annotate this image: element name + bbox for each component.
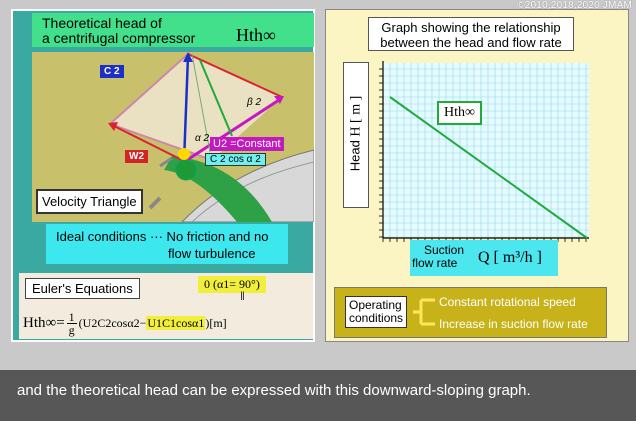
y-axis-label-box: Head H [ m ] bbox=[343, 62, 369, 208]
operating-conditions-box: Operating conditions Constant rotational… bbox=[334, 287, 607, 338]
bracket-icon bbox=[413, 298, 435, 326]
hub-circle bbox=[175, 159, 197, 181]
formula-lhs: Hth∞= bbox=[23, 314, 65, 331]
parallelogram-shade bbox=[110, 54, 282, 160]
y-axis-symbol: H [ m ] bbox=[348, 95, 364, 137]
impeller-diagram-svg bbox=[108, 52, 314, 222]
subtitle-bar: and the theoretical head can be expresse… bbox=[0, 370, 636, 421]
left-title-line1: Theoretical head of bbox=[42, 15, 162, 31]
left-title: Theoretical head of a centrifugal compre… bbox=[32, 13, 314, 47]
head-flow-graph-panel: Graph showing the relationship between t… bbox=[325, 9, 629, 342]
formula-term2: U1C1cosα1 bbox=[146, 315, 206, 330]
zero-note: 0 (α1= 90°) bbox=[198, 276, 266, 293]
euler-title: Euler's Equations bbox=[25, 278, 140, 299]
plot-grid bbox=[382, 63, 589, 238]
graph-title: Graph showing the relationship between t… bbox=[368, 17, 574, 51]
x-axis-word1: Suction bbox=[424, 243, 465, 257]
alpha2-label: α 2 bbox=[195, 133, 210, 144]
subtitle-text: and the theoretical head can be expresse… bbox=[17, 382, 531, 399]
formula-den: g bbox=[68, 323, 75, 337]
hth-line bbox=[389, 96, 588, 239]
u2-vector bbox=[183, 96, 283, 164]
c2-vector bbox=[182, 55, 190, 163]
operating-conditions-line2: conditions bbox=[349, 311, 404, 325]
ideal-conditions-line1: Ideal conditions ··· No friction and no bbox=[56, 229, 269, 244]
plot-area bbox=[383, 63, 589, 237]
left-title-line2: a centrifugal compressor bbox=[42, 30, 196, 46]
angle-marker bbox=[178, 148, 190, 160]
c2-label: C 2 bbox=[100, 65, 124, 78]
hth-curve-label: Hth∞ bbox=[437, 101, 482, 125]
condition-increase-flow: Increase in suction flow rate bbox=[439, 317, 588, 331]
x-axis-symbol: Q [ m³/h ] bbox=[478, 249, 542, 266]
formula-num: 1 bbox=[66, 310, 77, 324]
x-axis-label-box: Suction flow rate Q [ m³/h ] bbox=[410, 240, 558, 276]
ideal-conditions-box: Ideal conditions ··· No friction and no … bbox=[46, 224, 288, 264]
operating-conditions-label: Operating conditions bbox=[345, 296, 408, 328]
equals-connector: ‖ bbox=[240, 289, 245, 303]
x-axis-word2: flow rate bbox=[412, 256, 458, 270]
operating-conditions-line1: Operating bbox=[349, 298, 402, 312]
y-axis-label: Head H [ m ] bbox=[348, 66, 365, 202]
formula-term1: (U2C2cosα2− bbox=[78, 315, 147, 330]
copyright-text: ©2010,2018,2020 JMAM bbox=[517, 0, 632, 11]
ideal-conditions-line2: flow turbulence bbox=[168, 246, 256, 261]
c2-cos-label: C 2 cos α 2 bbox=[205, 153, 266, 166]
condition-constant-speed: Constant rotational speed bbox=[439, 295, 576, 309]
u2-constant-label: U2 =Constant bbox=[210, 137, 284, 151]
w2-label: W2 bbox=[125, 150, 148, 163]
hth-symbol: Hth∞ bbox=[236, 25, 276, 45]
graph-title-line1: Graph showing the relationship bbox=[381, 20, 561, 35]
beta2-label: β 2 bbox=[247, 97, 262, 108]
y-axis-word: Head bbox=[347, 140, 363, 172]
velocity-triangle-label: Velocity Triangle bbox=[36, 189, 143, 214]
graph-title-line2: between the head and flow rate bbox=[380, 35, 562, 50]
formula-tail: )[m] bbox=[205, 315, 227, 330]
head-flow-graph bbox=[379, 61, 589, 242]
